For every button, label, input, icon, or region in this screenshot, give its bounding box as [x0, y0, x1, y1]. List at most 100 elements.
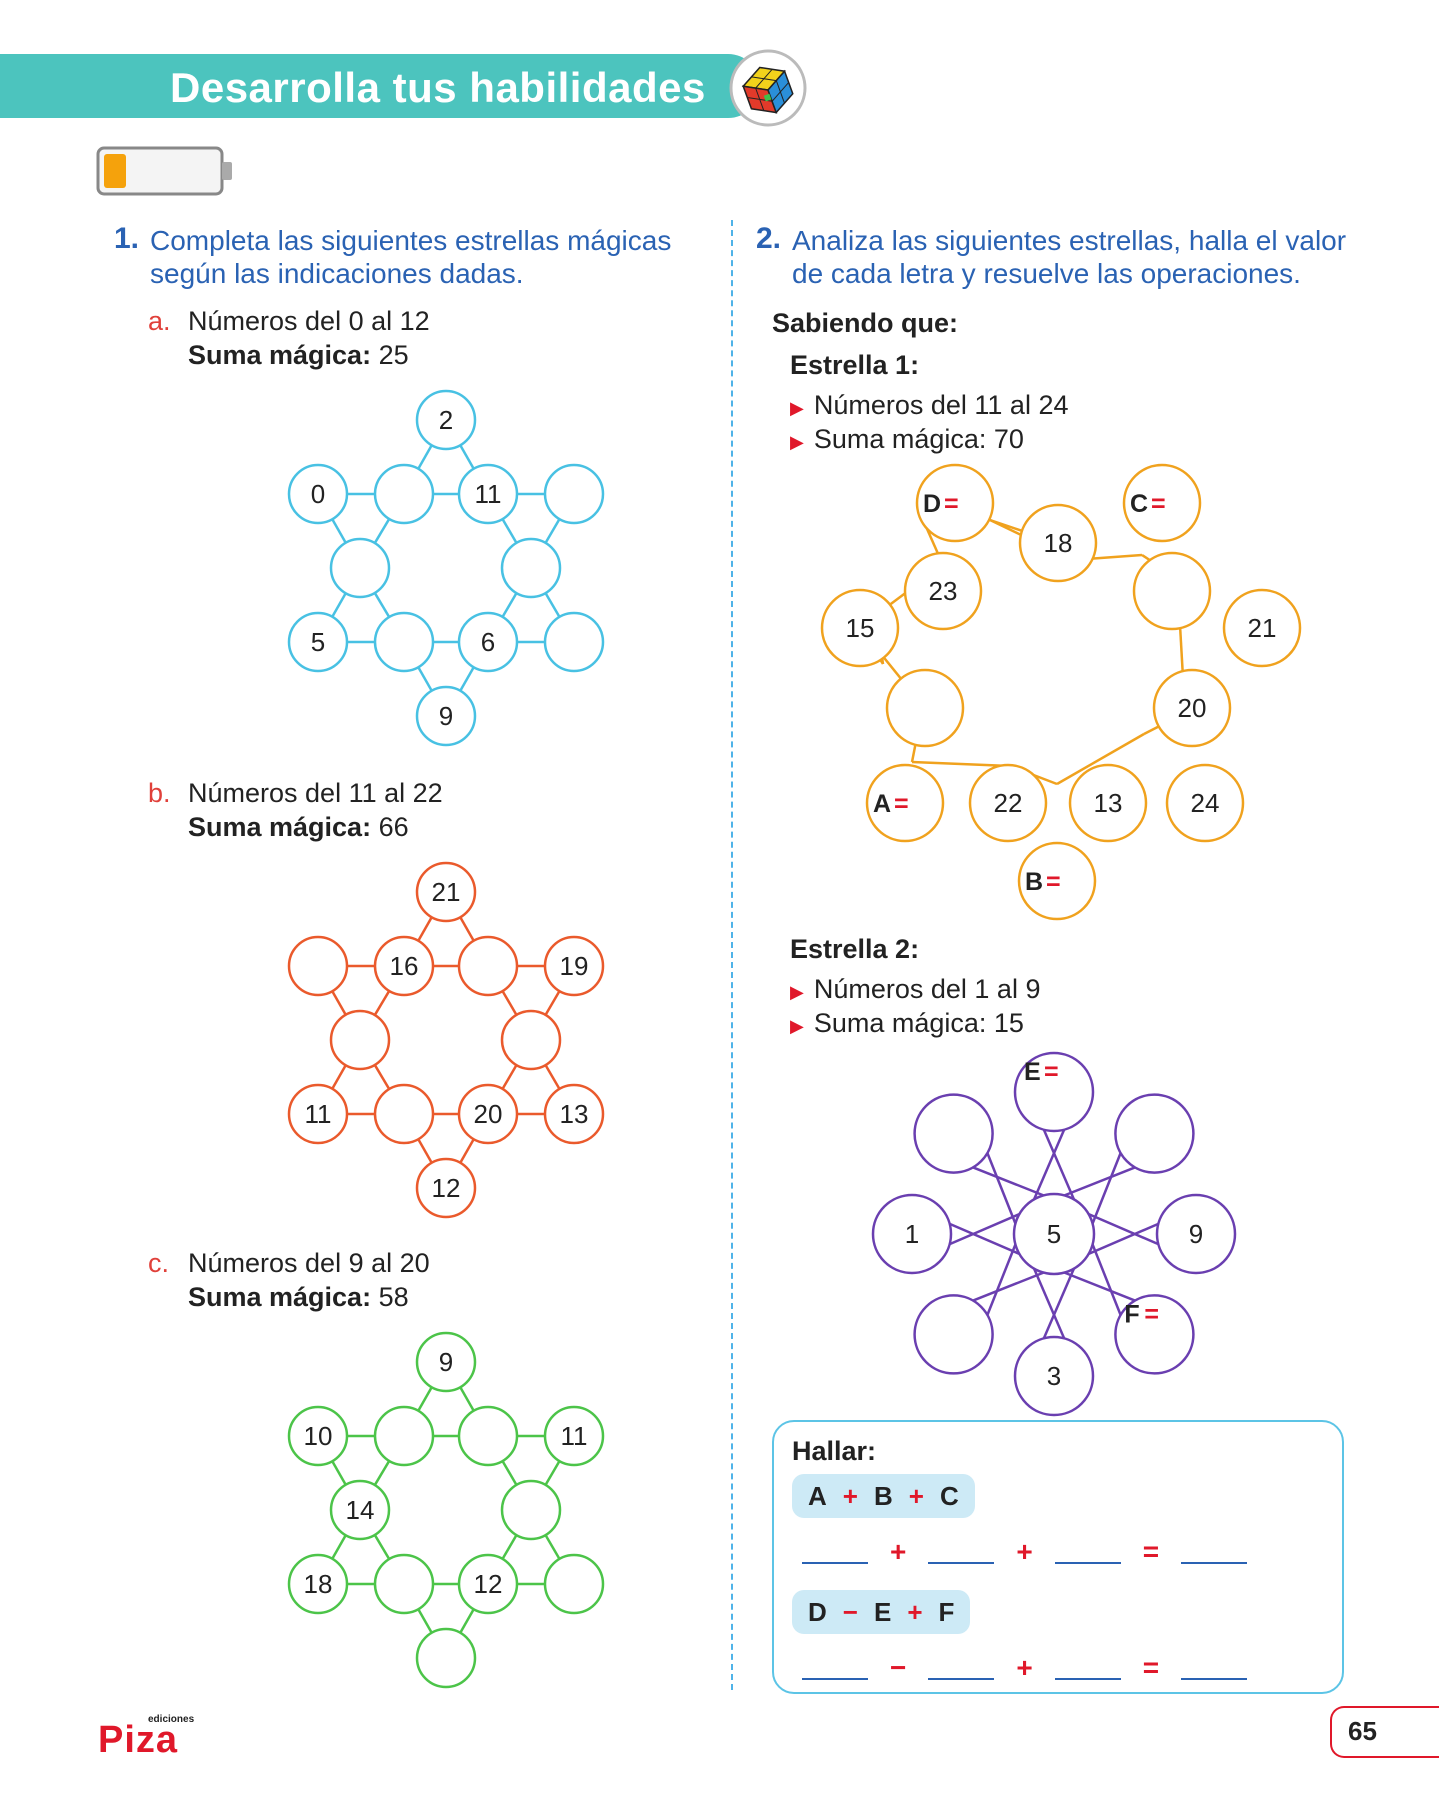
- star-node-blank[interactable]: [415, 1627, 477, 1689]
- answer-blank[interactable]: [802, 1676, 868, 1680]
- star-connector: [373, 1534, 391, 1560]
- star-node-letter[interactable]: [1017, 841, 1097, 921]
- star-1-bullet-2: ▶Suma mágica: 70: [790, 424, 1024, 454]
- star-node-blank[interactable]: [913, 1294, 994, 1375]
- star-node-value: 12: [474, 1569, 503, 1599]
- answer-blank[interactable]: [1054, 1560, 1121, 1564]
- star-node-blank[interactable]: [543, 1553, 605, 1615]
- star-connector: [544, 990, 561, 1016]
- star-node-blank[interactable]: [885, 668, 965, 748]
- question-1-number: 1.: [114, 222, 140, 255]
- star-node: [329, 1479, 391, 1541]
- star-node-blank[interactable]: [543, 611, 605, 673]
- triangle-bullet-icon: ▶: [790, 982, 804, 1002]
- star-node-letter[interactable]: [1114, 1294, 1195, 1375]
- star-node: [903, 551, 983, 631]
- star-connector: [417, 444, 433, 470]
- answer-blank[interactable]: [928, 1676, 995, 1680]
- star-connector: [1091, 1152, 1122, 1224]
- star-node: [820, 588, 900, 668]
- star-node-blank[interactable]: [913, 1093, 994, 1174]
- star-node-letter[interactable]: [915, 463, 995, 543]
- equals-sign: =: [944, 490, 959, 518]
- triangle-bullet-icon: ▶: [790, 398, 804, 418]
- star-1-bullet-1: ▶Números del 11 al 24: [790, 390, 1069, 420]
- item-b-sum: Suma mágica: 66: [188, 812, 409, 842]
- star-node-blank[interactable]: [500, 537, 562, 599]
- star-node-blank[interactable]: [287, 935, 349, 997]
- star-node-blank[interactable]: [373, 1083, 435, 1145]
- item-c-sum: Suma mágica: 58: [188, 1282, 409, 1312]
- star-node-value: 22: [994, 788, 1023, 818]
- expression-1: A+ B+ C: [792, 1474, 975, 1518]
- star-node-blank[interactable]: [373, 1553, 435, 1615]
- star-connector: [986, 1244, 1017, 1316]
- item-a-range: Números del 0 al 12: [188, 306, 430, 336]
- star-node-blank[interactable]: [373, 463, 435, 525]
- star-node: [287, 611, 349, 673]
- star-node-blank[interactable]: [373, 1405, 435, 1467]
- star-node: [871, 1193, 953, 1275]
- star-connector: [544, 1534, 561, 1560]
- star-connector: [459, 444, 475, 470]
- star-node: [287, 1083, 349, 1145]
- star-node-value: 11: [305, 1099, 332, 1129]
- answer-blank[interactable]: [1181, 1676, 1248, 1680]
- star-node: [415, 685, 477, 747]
- star-node-letter[interactable]: [1013, 1051, 1095, 1133]
- star-node-blank[interactable]: [457, 935, 519, 997]
- star-node-blank[interactable]: [500, 1009, 562, 1071]
- star-node-value: 1: [905, 1219, 919, 1249]
- question-1-line-2: según las indicaciones dadas.: [150, 258, 524, 289]
- star-node: [373, 935, 435, 997]
- star-node-letter-label: C: [1130, 490, 1148, 518]
- star-node-blank[interactable]: [500, 1479, 562, 1541]
- star-node-value: 2: [439, 405, 453, 435]
- star-node: [457, 611, 519, 673]
- answer-blank[interactable]: [802, 1560, 868, 1564]
- star-connector: [417, 916, 433, 942]
- star-2-bullet-2: ▶Suma mágica: 15: [790, 1008, 1024, 1038]
- question-2-line-2: de cada letra y resuelve las operaciones…: [792, 258, 1301, 289]
- star-connector: [459, 666, 475, 692]
- item-a-sum: Suma mágica: 25: [188, 340, 409, 370]
- star-node: [457, 1083, 519, 1145]
- star-node-value: 12: [432, 1173, 461, 1203]
- star-node-blank[interactable]: [329, 537, 391, 599]
- star-node-value: 23: [929, 576, 958, 606]
- star-node: [1152, 668, 1232, 748]
- answer-blank[interactable]: [1181, 1560, 1248, 1564]
- star-node: [968, 763, 1048, 843]
- equals-sign: =: [1044, 1058, 1059, 1086]
- star-connector: [501, 518, 518, 544]
- star-node-value: 13: [1094, 788, 1123, 818]
- star-node-blank[interactable]: [329, 1009, 391, 1071]
- star-node-letter-label: B: [1025, 868, 1043, 896]
- star-connector: [1088, 1212, 1159, 1246]
- star-node-blank[interactable]: [457, 1405, 519, 1467]
- star-connector: [1091, 1244, 1122, 1316]
- item-b-range: Números del 11 al 22: [188, 778, 443, 808]
- rubiks-cube-icon: [728, 48, 808, 128]
- star-node-blank[interactable]: [373, 611, 435, 673]
- star-node-letter[interactable]: [865, 763, 945, 843]
- star-node-value: 16: [390, 951, 419, 981]
- star-connector: [1042, 1129, 1076, 1200]
- star-node-value: 10: [304, 1421, 333, 1451]
- star-node-blank[interactable]: [1132, 551, 1212, 631]
- star-connector: [1064, 1271, 1136, 1302]
- star-node-letter[interactable]: [1122, 463, 1202, 543]
- star-node-blank[interactable]: [1114, 1093, 1195, 1174]
- star-connector: [331, 592, 347, 618]
- star-connector: [1032, 1129, 1066, 1200]
- star-connector: [459, 916, 475, 942]
- answer-blank[interactable]: [928, 1560, 995, 1564]
- star-node-blank[interactable]: [543, 463, 605, 525]
- star-node-value: 13: [560, 1099, 589, 1129]
- answer-row-1: + + =: [802, 1536, 1248, 1568]
- equals-sign: =: [1151, 490, 1166, 518]
- star-connector: [544, 1064, 561, 1090]
- answer-blank[interactable]: [1054, 1676, 1121, 1680]
